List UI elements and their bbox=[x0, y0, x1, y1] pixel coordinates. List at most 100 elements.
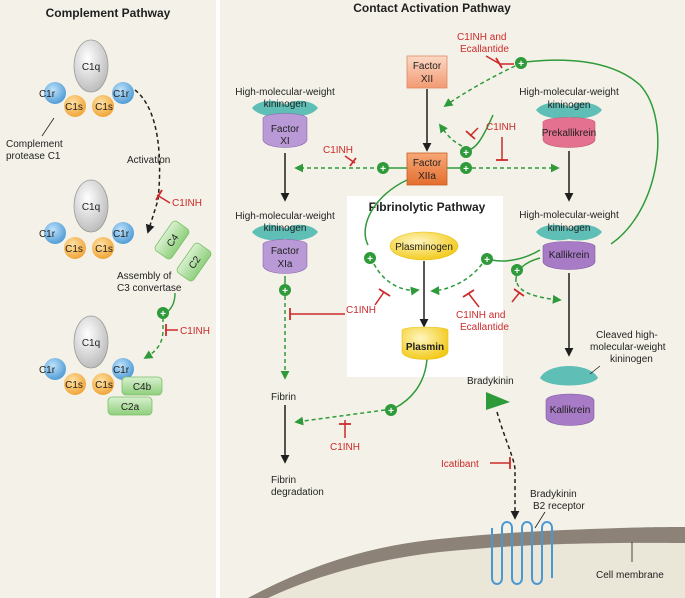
cleaved-pointer bbox=[589, 365, 601, 375]
c1q-shape bbox=[73, 179, 109, 233]
contact-title: Contact Activation Pathway bbox=[353, 1, 511, 15]
c1r-label: C1r bbox=[39, 89, 56, 100]
prekallikrein-shape bbox=[542, 117, 596, 148]
c1q-label: C1q bbox=[82, 338, 100, 349]
inhibitor-bar-xi bbox=[349, 157, 357, 167]
kallikrein-to-cleavage-arrow bbox=[516, 282, 562, 304]
kallikrein-feedback-loop bbox=[524, 59, 659, 245]
fibrin-deg-label-2: degradation bbox=[271, 487, 324, 498]
plus-node bbox=[460, 146, 472, 158]
loop-to-xii-arrow bbox=[438, 123, 463, 147]
inhibitor-bar-top bbox=[495, 57, 503, 69]
hmwk-label-2: kininogen bbox=[548, 100, 591, 111]
plus-sign: + bbox=[367, 254, 373, 265]
assembly-label-1: Assembly of bbox=[117, 271, 172, 282]
c1q-label: C1q bbox=[82, 202, 100, 213]
c1s-shape bbox=[64, 95, 86, 117]
factor-xiia-box bbox=[406, 152, 448, 186]
c1-complex-1: C1q C1r C1r C1s C1s bbox=[39, 39, 134, 117]
kallikrein-plasminogen-curve bbox=[491, 249, 541, 262]
c1-complex-2: C1q C1r C1r C1s C1s bbox=[39, 179, 134, 259]
inhibitor-line-plg-right bbox=[468, 293, 480, 308]
c1inh-inhibitor-bar bbox=[155, 189, 163, 201]
hmwk-shape bbox=[252, 100, 318, 117]
fibrin-label: Fibrin bbox=[271, 392, 296, 403]
b2-label-2: B2 receptor bbox=[533, 501, 585, 512]
c1r-shape bbox=[44, 222, 66, 244]
factor-xia-label-1: Factor bbox=[271, 246, 300, 257]
c1inh-label-1: C1INH bbox=[172, 198, 202, 209]
inhibitor-bar-xii bbox=[465, 130, 476, 140]
c1r-label: C1r bbox=[113, 365, 130, 376]
assembly-label-2: C3 convertase bbox=[117, 283, 182, 294]
hmwk-label-1: High-molecular-weight bbox=[519, 210, 619, 221]
c2-box: C2 bbox=[176, 242, 212, 282]
c4b-box bbox=[121, 376, 163, 396]
c1q-shape bbox=[73, 315, 109, 369]
plus-node bbox=[515, 57, 527, 69]
c1inh-label-2: C1INH bbox=[180, 326, 210, 337]
kallikrein-label: Kallikrein bbox=[549, 250, 590, 261]
plasminogen-label: Plasminogen bbox=[395, 242, 453, 253]
hmwk-kallikrein bbox=[536, 224, 602, 270]
c1r-shape bbox=[112, 222, 134, 244]
plus-sign: + bbox=[463, 148, 469, 159]
bradykinin-to-receptor-arrow bbox=[496, 411, 520, 520]
bradykinin-shape bbox=[486, 392, 510, 410]
prekallikrein-label: Prekallikrein bbox=[542, 128, 596, 139]
fibrin-deg-label-1: Fibrin bbox=[271, 475, 296, 486]
plus-sign: + bbox=[160, 309, 166, 320]
c1r-label: C1r bbox=[113, 89, 130, 100]
hmwk-factor-xia bbox=[252, 224, 318, 274]
hmwk-shape bbox=[536, 102, 602, 119]
cleaved-label-3: kininogen bbox=[610, 354, 653, 365]
c1s-label: C1s bbox=[65, 380, 83, 391]
cleaved-label-1: Cleaved high- bbox=[596, 330, 658, 341]
plus-node bbox=[511, 264, 523, 276]
plasmin-shape bbox=[401, 326, 449, 360]
hmwk-factor-xi bbox=[252, 100, 318, 148]
plus-sign: + bbox=[463, 164, 469, 175]
membrane-label: Cell membrane bbox=[596, 570, 664, 581]
c1inh-ecallantide-top-1: C1INH and bbox=[457, 32, 506, 43]
plus-sign: + bbox=[518, 59, 524, 70]
hmwk-label-1: High-molecular-weight bbox=[519, 87, 619, 98]
c2a-box bbox=[107, 396, 153, 416]
c1q-label: C1q bbox=[82, 62, 100, 73]
protease-pointer bbox=[41, 117, 55, 137]
c1q-shape bbox=[73, 39, 109, 93]
factor-xi-shape bbox=[262, 113, 308, 148]
c1s-label: C1s bbox=[95, 102, 113, 113]
c4-box: C4 bbox=[154, 220, 190, 260]
plus-node bbox=[157, 307, 169, 319]
kallikrein-shape bbox=[542, 241, 596, 270]
c1r-shape bbox=[112, 358, 134, 380]
c1r-label: C1r bbox=[39, 229, 56, 240]
c1s-shape bbox=[92, 237, 114, 259]
plus-sign: + bbox=[484, 255, 490, 266]
hmwk-label-1: High-molecular-weight bbox=[235, 87, 335, 98]
xiia-plasminogen-curve bbox=[364, 179, 408, 246]
fibrinolytic-title: Fibrinolytic Pathway bbox=[369, 200, 486, 214]
plus-node bbox=[377, 162, 389, 174]
kallikrein-to-plasminogen-arrow bbox=[430, 263, 483, 296]
factor-xii-label-1: Factor bbox=[413, 61, 442, 72]
hmwk-label-2: kininogen bbox=[264, 99, 307, 110]
c3-convertase-arrow bbox=[143, 318, 164, 359]
c1s-label: C1s bbox=[65, 244, 83, 255]
hmwk-prekallikrein bbox=[536, 102, 602, 148]
c1s-label: C1s bbox=[65, 102, 83, 113]
c2a-label: C2a bbox=[121, 402, 140, 413]
plus-sign: + bbox=[388, 406, 394, 417]
c1s-shape bbox=[64, 237, 86, 259]
plasmin-to-fibrin-arrow bbox=[294, 409, 386, 426]
plus-sign: + bbox=[282, 286, 288, 297]
kallikrein-shape bbox=[545, 393, 595, 426]
c1inh-label-xi: C1INH bbox=[323, 145, 353, 156]
plasmin-curve bbox=[394, 358, 428, 409]
c1s-label: C1s bbox=[95, 380, 113, 391]
plus-node bbox=[279, 284, 291, 296]
cleaved-hmwk-kallikrein bbox=[540, 366, 598, 426]
